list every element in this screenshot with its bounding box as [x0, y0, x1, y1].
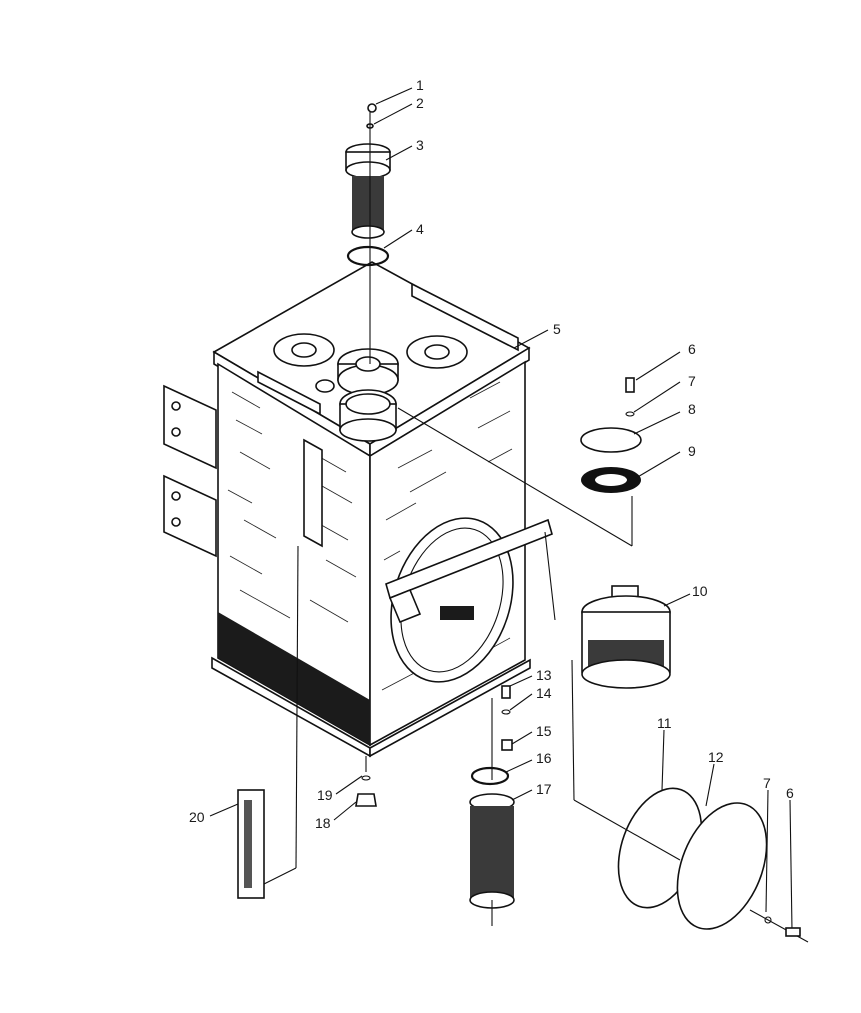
filler-breather: [345, 103, 391, 239]
callout-5: 5: [553, 321, 561, 337]
callout-pointers: [209, 87, 793, 931]
callout-6-lower: 6: [786, 785, 794, 801]
level-gauge-mounted: [303, 438, 323, 548]
callout-6: 6: [688, 341, 696, 357]
callout-14: 14: [536, 685, 552, 701]
callout-12: 12: [708, 749, 724, 765]
callout-19: 19: [317, 787, 333, 803]
cover-12: [676, 802, 768, 930]
callout-10: 10: [692, 583, 708, 599]
callout-9: 9: [688, 443, 696, 459]
callout-4: 4: [416, 221, 424, 237]
callout-18: 18: [315, 815, 331, 831]
callout-13: 13: [536, 667, 552, 683]
tank-body: [211, 261, 531, 758]
callout-labels: 1 2 3 4 5 6 7 8 9 10 11 12 13 14 15 16 1…: [189, 77, 794, 831]
callout-7: 7: [688, 373, 696, 389]
suction-strainer: [581, 585, 671, 689]
cover-bolt: [764, 916, 801, 937]
level-gauge: [237, 789, 265, 899]
cover-parts: [580, 377, 642, 493]
top-flanges: [257, 282, 519, 442]
callout-2: 2: [416, 95, 424, 111]
drain-plug: [355, 793, 377, 807]
inspection-hatch: [385, 517, 553, 683]
callout-17: 17: [536, 781, 552, 797]
callout-3: 3: [416, 137, 424, 153]
gasket-4: [346, 245, 390, 267]
callout-15: 15: [536, 723, 552, 739]
callout-7-lower: 7: [763, 775, 771, 791]
callout-11: 11: [657, 715, 672, 731]
callout-20: 20: [189, 809, 205, 825]
return-filter: [469, 793, 515, 909]
drain-washer: [361, 775, 371, 781]
callout-16: 16: [536, 750, 552, 766]
mounting-brackets: [163, 384, 217, 558]
callout-8: 8: [688, 401, 696, 417]
drain-parts: [470, 685, 513, 786]
callout-1: 1: [416, 77, 424, 93]
leader-lines: [263, 112, 809, 943]
